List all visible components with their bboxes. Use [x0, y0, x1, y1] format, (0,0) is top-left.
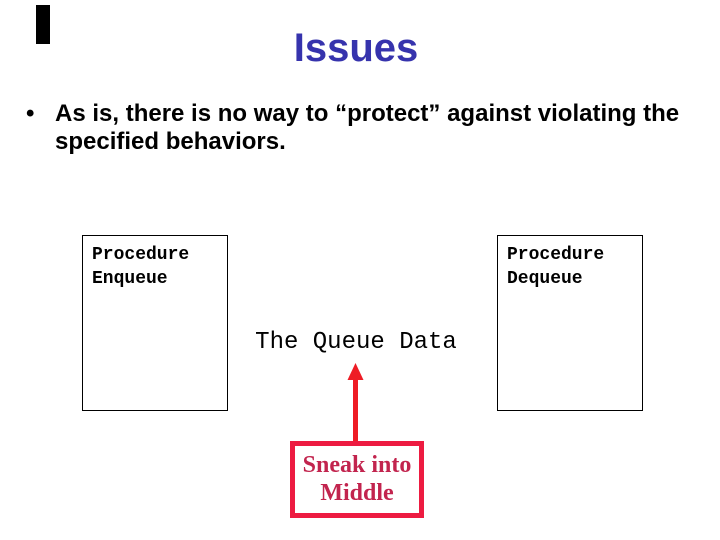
procedure-dequeue-label-line2: Dequeue: [507, 269, 583, 289]
bullet-text: As is, there is no way to “protect” agai…: [55, 100, 680, 155]
procedure-enqueue-label-line2: Enqueue: [92, 269, 168, 289]
callout-line1: Sneak into: [302, 452, 412, 478]
arrow-head: [347, 363, 364, 380]
procedure-dequeue-box: Procedure Dequeue: [497, 235, 643, 411]
slide-title: Issues: [293, 26, 419, 70]
procedure-dequeue-label-line1: Procedure: [507, 245, 605, 265]
queue-data-label: The Queue Data: [255, 329, 457, 356]
procedure-enqueue-box: Procedure Enqueue: [82, 235, 228, 411]
corner-tab-decoration: [36, 5, 50, 44]
callout-line2: Middle: [320, 480, 394, 506]
sneak-into-middle-callout: Sneak into Middle: [290, 441, 424, 518]
arrow-up-icon: [347, 363, 364, 443]
bullet-marker: •: [26, 100, 35, 127]
arrow-shaft: [353, 376, 358, 443]
procedure-enqueue-label-line1: Procedure: [92, 245, 190, 265]
